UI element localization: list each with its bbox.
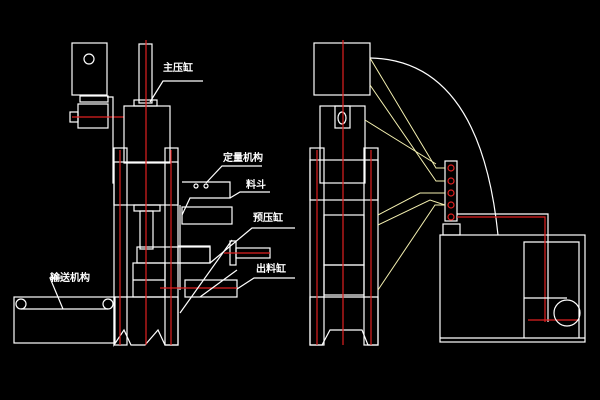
hoses — [364, 57, 446, 291]
label-hopper: 料斗 — [246, 180, 266, 191]
return-hose — [369, 57, 499, 236]
label-metering-mechanism: 定量机构 — [223, 153, 263, 164]
front-view-machine — [309, 40, 586, 346]
valve-manifold — [444, 160, 458, 222]
label-conveyor: 输送机构 — [50, 273, 90, 284]
label-discharge-cylinder: 出料缸 — [256, 264, 286, 275]
label-pre-press-cylinder: 预压缸 — [253, 213, 283, 224]
motor-shaft — [83, 53, 95, 65]
top-tank — [313, 42, 371, 96]
motor-box — [71, 42, 108, 96]
main-cylinder-body — [123, 105, 171, 164]
label-main-cylinder: 主压缸 — [163, 63, 193, 74]
hopper — [181, 206, 233, 225]
valve — [77, 103, 109, 129]
base — [113, 296, 179, 347]
pump-motor — [553, 299, 581, 327]
front-crossbeam — [309, 159, 379, 201]
side-view-machine — [13, 40, 295, 347]
conveyor — [13, 296, 116, 344]
hydraulic-tank — [439, 234, 586, 343]
